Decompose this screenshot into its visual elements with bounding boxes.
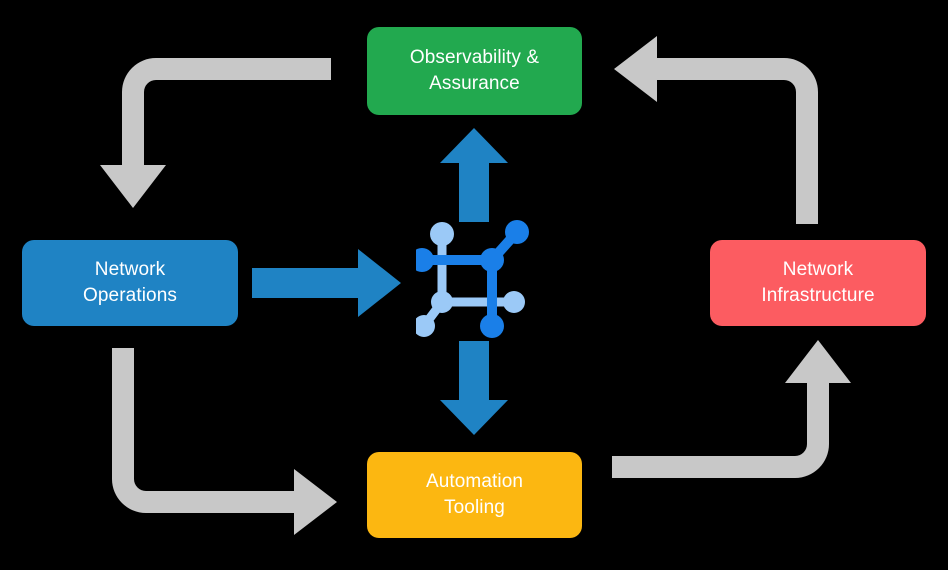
node-box-operations[interactable]: Network Operations xyxy=(22,240,238,326)
network-icon-primary-nodes xyxy=(416,220,529,338)
node-label-observability: Observability & Assurance xyxy=(409,46,540,94)
node-label-infrastructure: Network Infrastructure xyxy=(761,258,875,306)
node-label-automation: Automation Tooling xyxy=(425,470,524,518)
network-topology-icon xyxy=(416,220,529,338)
cycle-arrow-operations-to-automation xyxy=(112,348,337,535)
cycle-arrow-observability-to-operations xyxy=(100,58,331,208)
node-box-infrastructure[interactable]: Network Infrastructure xyxy=(710,240,926,326)
primary-arrow-center-to-observability xyxy=(440,128,508,222)
cycle-arrow-automation-to-infrastructure xyxy=(612,340,851,478)
cycle-arrow-infrastructure-to-observability xyxy=(614,36,818,224)
node-box-observability[interactable]: Observability & Assurance xyxy=(367,27,582,115)
node-label-operations: Network Operations xyxy=(83,258,177,306)
network-icon-secondary-nodes xyxy=(416,222,525,337)
primary-arrow-center-to-automation xyxy=(440,341,508,435)
node-box-automation[interactable]: Automation Tooling xyxy=(367,452,582,538)
primary-arrow-operations-to-center xyxy=(252,249,401,317)
